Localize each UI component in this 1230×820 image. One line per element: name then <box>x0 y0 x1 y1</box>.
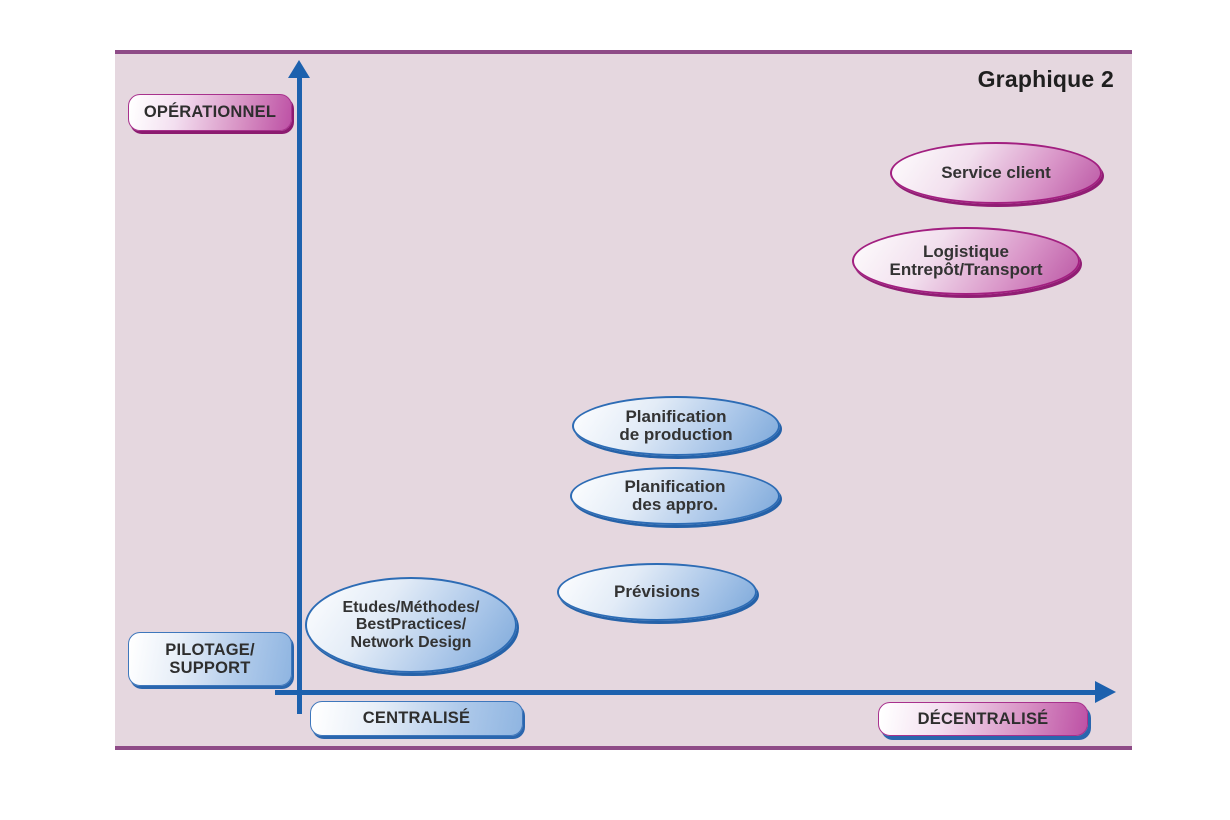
vertical-axis-line <box>297 76 302 714</box>
x-axis-left-label-text: CENTRALISÉ <box>362 709 471 728</box>
bubble-planification-appro: Planification des appro. <box>570 467 780 525</box>
bubble-planification-appro-line2: des appro. <box>632 495 718 514</box>
bubble-etudes-line2: BestPractices/ <box>355 616 467 634</box>
horizontal-axis-line <box>275 690 1098 695</box>
bubble-logistique-entrepot-transport: Logistique Entrepôt/Transport <box>852 227 1080 295</box>
bubble-etudes-methodes: Etudes/Méthodes/ BestPractices/ Network … <box>305 577 517 673</box>
x-axis-right-label-text: DÉCENTRALISÉ <box>917 709 1049 728</box>
bubble-etudes-line3: Network Design <box>350 633 472 651</box>
diagram-panel: Graphique 2 OPÉRATIONNEL PILOTAGE/ SUPPO… <box>115 50 1132 750</box>
bubble-etudes-line1: Etudes/Méthodes/ <box>342 599 480 617</box>
horizontal-axis-arrowhead-icon <box>1095 681 1116 703</box>
bubble-previsions: Prévisions <box>557 563 757 621</box>
y-axis-top-label-text: OPÉRATIONNEL <box>143 103 277 122</box>
y-axis-bottom-label: PILOTAGE/ SUPPORT <box>128 632 292 686</box>
x-axis-left-label: CENTRALISÉ <box>310 701 523 736</box>
bubble-service-client-text: Service client <box>941 162 1051 182</box>
bubble-previsions-text: Prévisions <box>614 581 700 601</box>
vertical-axis-arrowhead-icon <box>288 60 310 78</box>
y-axis-bottom-label-line2: SUPPORT <box>169 659 251 677</box>
bubble-planification-production: Planification de production <box>572 396 780 456</box>
bubble-planification-appro-line1: Planification <box>624 476 726 496</box>
bubble-logistique-line2: Entrepôt/Transport <box>889 260 1043 279</box>
x-axis-right-label: DÉCENTRALISÉ <box>878 702 1088 736</box>
bubble-planification-production-line2: de production <box>619 425 733 444</box>
y-axis-top-label: OPÉRATIONNEL <box>128 94 292 131</box>
diagram-title: Graphique 2 <box>977 66 1114 92</box>
y-axis-bottom-label-line1: PILOTAGE/ <box>165 640 255 659</box>
bubble-service-client: Service client <box>890 142 1102 204</box>
bubble-planification-production-line1: Planification <box>625 406 727 426</box>
bubble-logistique-line1: Logistique <box>923 241 1009 261</box>
